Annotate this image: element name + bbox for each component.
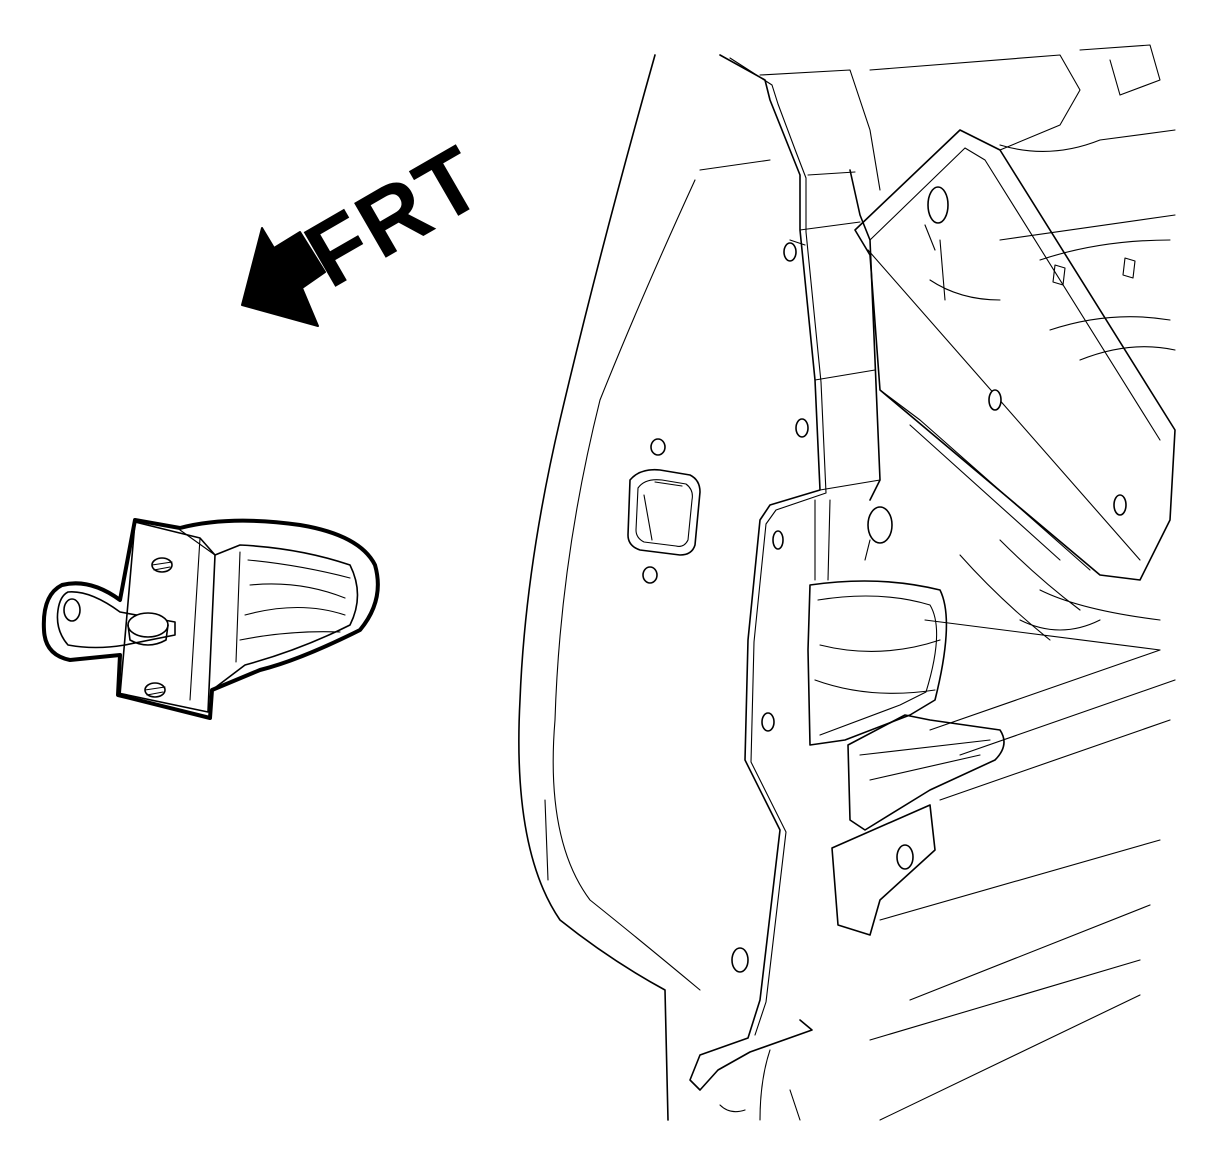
lower-mounting-stud [144,682,166,698]
upper-hinge-reinforcement [854,129,1176,581]
body-opening-square [627,468,701,556]
check-link-arm [56,591,176,649]
body-outer-contour [518,54,669,1121]
lower-hinge-reinforcement [807,580,1005,936]
check-link-housing [211,544,359,691]
front-arrow-icon [241,227,326,327]
upper-mounting-stud [151,557,173,573]
hinge-pillar-flange [689,54,821,1091]
front-label: FRT [289,127,500,308]
check-link-pivot [127,612,169,638]
check-link-silhouette [41,518,380,720]
check-link-arm-hole [63,598,81,622]
door-opening-body [518,44,1176,1121]
door-check-link [41,518,380,720]
front-direction-indicator: FRT [241,127,500,327]
